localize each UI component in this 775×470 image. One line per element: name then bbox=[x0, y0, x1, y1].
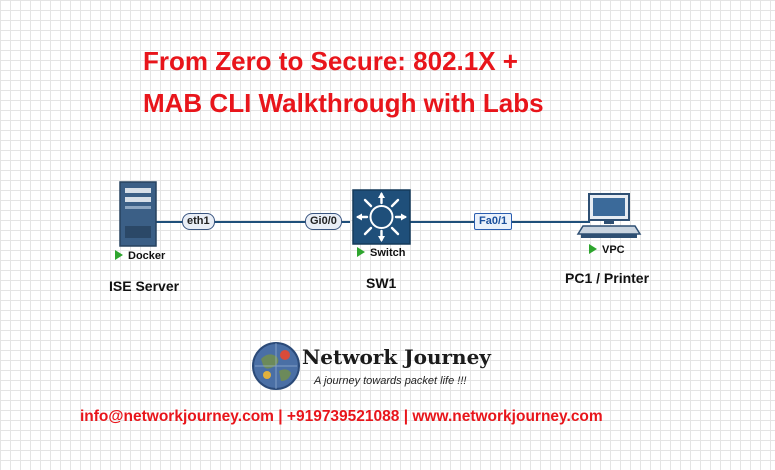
port-label-gi0-0: Gi0/0 bbox=[305, 213, 342, 230]
port-label-eth1: eth1 bbox=[182, 213, 215, 230]
switch-icon[interactable] bbox=[352, 189, 411, 245]
contact-info[interactable]: info@networkjourney.com | +919739521088 … bbox=[80, 408, 603, 425]
title-line-2: MAB CLI Walkthrough with Labs bbox=[143, 88, 544, 118]
switch-type-tag: Switch bbox=[357, 247, 405, 259]
brand-tagline: A journey towards packet life !!! bbox=[314, 375, 467, 387]
ise-server-label: ISE Server bbox=[109, 278, 180, 294]
status-play-icon bbox=[357, 247, 365, 257]
pc-type-tag: VPC bbox=[589, 244, 625, 256]
globe-icon bbox=[252, 342, 300, 390]
ise-type-tag: Docker bbox=[115, 250, 165, 262]
status-play-icon bbox=[115, 250, 123, 260]
server-icon[interactable] bbox=[119, 181, 157, 247]
status-play-icon bbox=[589, 244, 597, 254]
brand-name: Network Journey bbox=[302, 345, 491, 369]
pc-icon[interactable] bbox=[576, 193, 642, 238]
pc1-printer-label: PC1 / Printer bbox=[565, 270, 650, 286]
port-label-fa0-1: Fa0/1 bbox=[474, 213, 513, 230]
page-title: From Zero to Secure: 802.1X + MAB CLI Wa… bbox=[143, 40, 703, 124]
title-line-1: From Zero to Secure: 802.1X + bbox=[143, 46, 518, 76]
sw1-label: SW1 bbox=[366, 275, 397, 291]
